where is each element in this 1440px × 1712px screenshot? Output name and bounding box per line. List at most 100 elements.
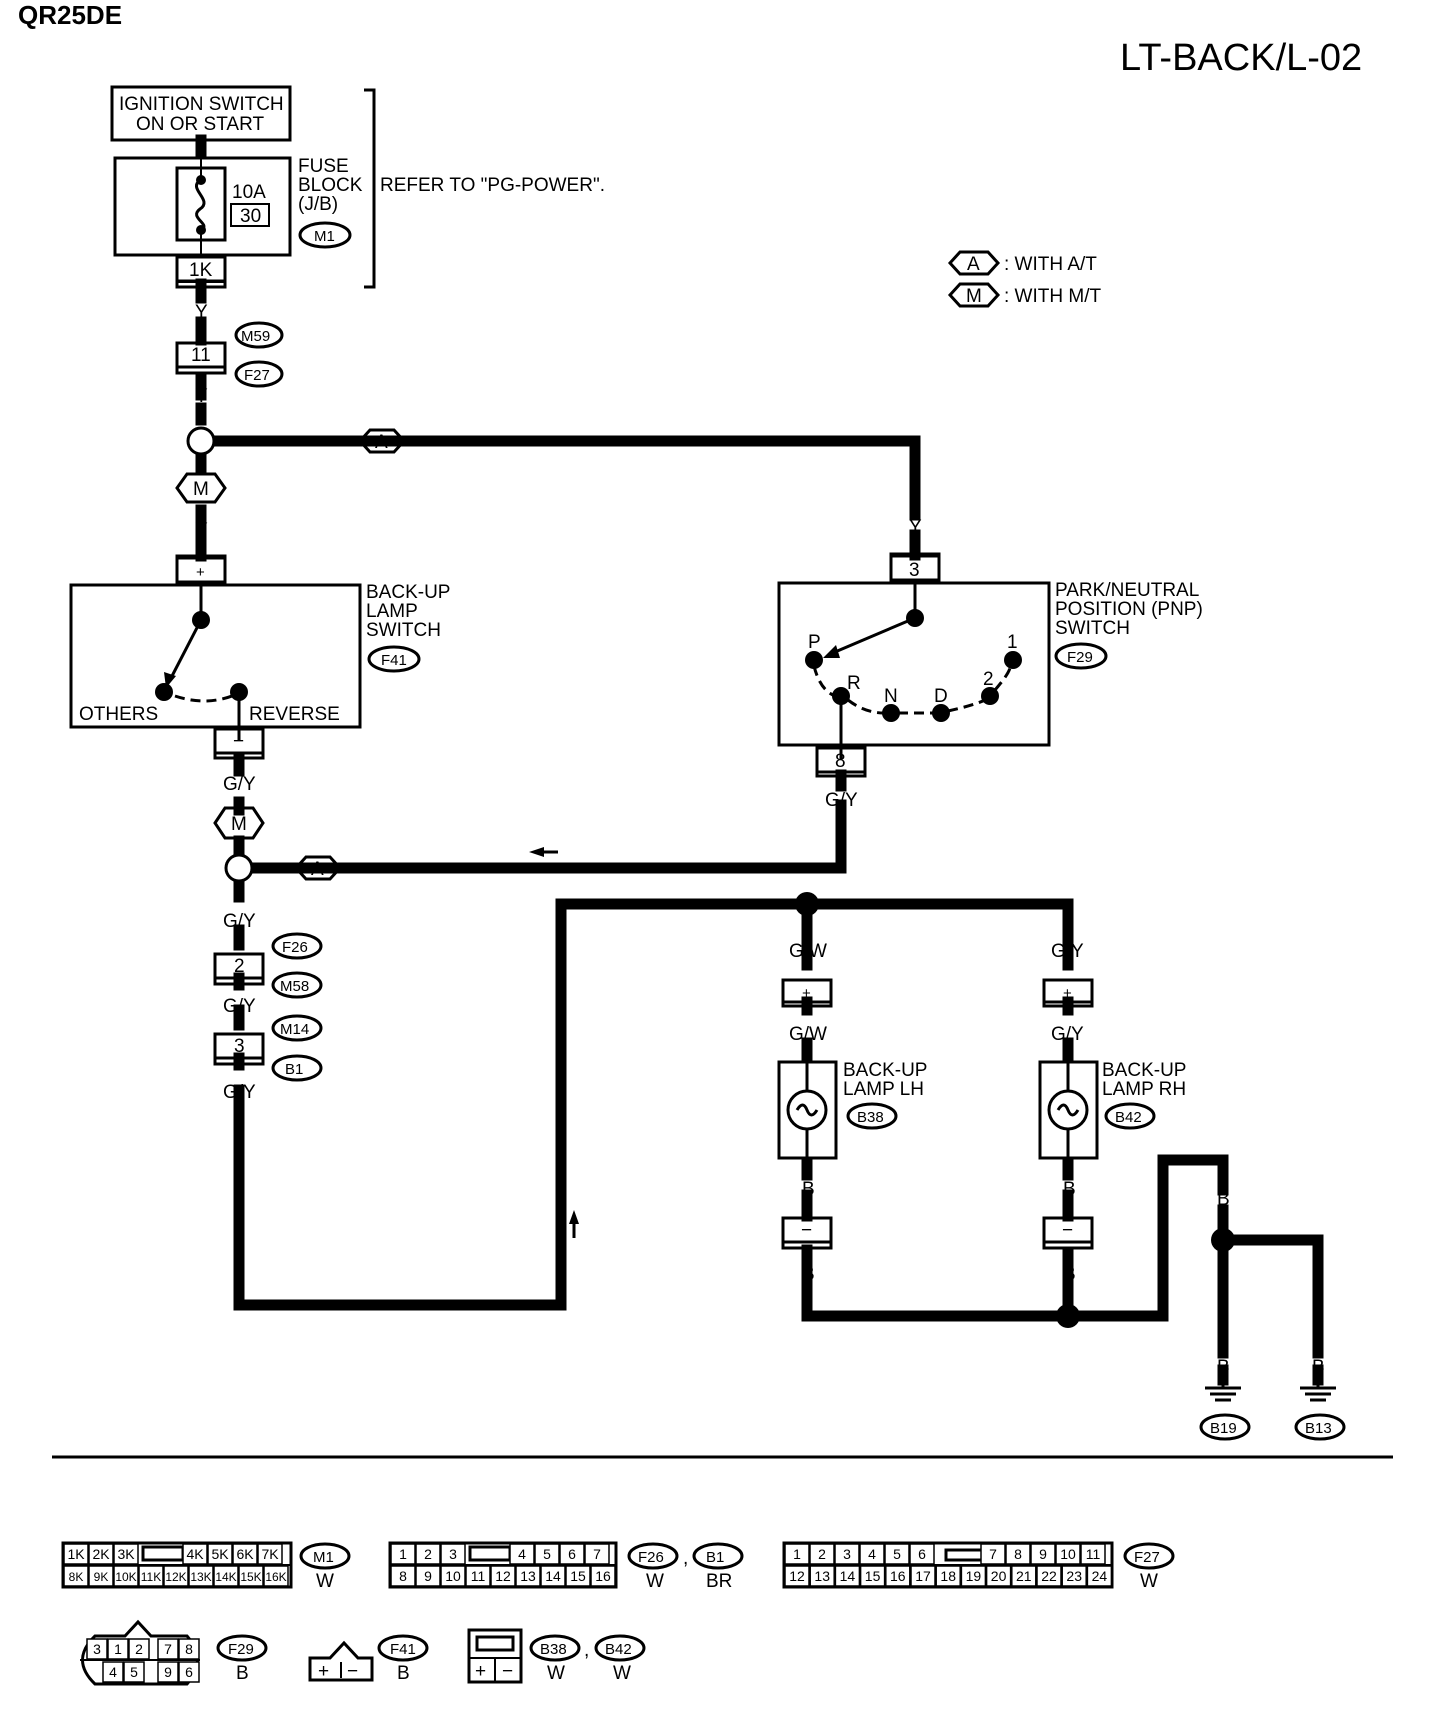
pin-label: 7 [164,1641,172,1657]
wire-color: B [1312,1357,1325,1378]
wire-color: G/Y [223,774,256,795]
ignition-label-1: IGNITION SWITCH [119,94,284,115]
pin-cell [515,1565,541,1587]
pin-label: 16K [265,1570,286,1584]
backup-switch-connector: F41 [381,652,407,669]
pin-cell [113,1543,139,1565]
pin-cell [784,1565,810,1587]
ground-connector: B19 [1210,1420,1237,1437]
junction-open [186,426,216,456]
pin-label: 3 [449,1546,457,1562]
connector-terminal: 2 [234,956,245,977]
engine-code: QR25DE [18,0,122,30]
pin-cell [188,1565,214,1587]
pin-cell [1011,1565,1037,1587]
junction-a-label: A [375,432,388,453]
pin-label: 6 [918,1546,926,1562]
pin-label: 14 [545,1568,561,1584]
pin-label: 12 [789,1568,805,1584]
pin-label: 15 [570,1568,586,1584]
pin-cell [232,1543,258,1565]
pin-cell [540,1565,566,1587]
pin-label: 8K [69,1570,84,1584]
pin-label: 9 [424,1568,432,1584]
terminal-minus: − [233,731,244,752]
connector-id: B38 [540,1641,567,1658]
pin-label: 8 [185,1641,193,1657]
terminal-minus: − [502,1661,513,1682]
backup-switch-label-3: SWITCH [366,620,441,641]
splice [795,892,819,916]
connector-color: W [547,1663,565,1684]
pin-cell [1005,1543,1031,1565]
fuse-end [196,175,206,185]
wire-color: B [1217,1357,1230,1378]
pin-label: 12 [495,1568,511,1584]
ground-connector: B13 [1305,1420,1332,1437]
connector-id: M58 [280,978,309,995]
legend-m-symbol: M [966,286,982,307]
backup-lamp-switch: + OTHERS REVERSE − [69,554,362,760]
pin-label: 17 [915,1568,931,1584]
lamp-rh-connector: B42 [1115,1109,1142,1126]
terminal-plus: + [1063,985,1072,1002]
pnp-label-1: PARK/NEUTRAL [1055,580,1199,601]
pin-label: 4 [518,1546,526,1562]
terminal-minus: − [347,1661,358,1682]
pin-label: 10 [1060,1546,1076,1562]
pin-label: 12K [165,1570,186,1584]
pin-cell [809,1543,835,1565]
connector-color: B [236,1663,249,1684]
connector-view-f41: + − F41 B [308,1634,429,1684]
pin-cell [1055,1543,1081,1565]
backup-lamp-lh: + − [777,978,838,1250]
pin-label: 1 [399,1546,407,1562]
pin-cell [178,1661,200,1683]
connector-id: F29 [228,1641,254,1658]
connector-id: F27 [244,367,270,384]
pin-label: 20 [991,1568,1007,1584]
terminal-minus: − [1062,1220,1073,1241]
lamp-lh-label-2: LAMP LH [843,1079,924,1100]
wire-color: G/Y [223,996,256,1017]
pnp-pos-p: P [808,632,821,653]
pnp-pos-d: D [934,686,948,707]
pin-label: 10K [115,1570,136,1584]
connector-view-b38-b42: + − B38 , B42 W W [467,1628,646,1684]
separator: , [584,1640,589,1661]
pin-cell [834,1565,861,1587]
fuse-block-label-1: FUSE [298,156,349,177]
pnp-terminal-top: 3 [909,560,920,581]
pin-cell [138,1565,164,1587]
pin-label: 5 [893,1546,901,1562]
pin-label: 16 [595,1568,611,1584]
pin-cell [157,1638,179,1660]
pin-label: 11K [141,1570,161,1584]
junction-a-label: A [311,859,324,880]
wire-color: B [802,1264,815,1285]
backup-switch-label-1: BACK-UP [366,582,450,603]
fuse-terminal: 1K [189,260,213,281]
pin-cell [440,1543,466,1565]
pin-label: 2K [92,1546,110,1562]
pin-cell [123,1661,145,1683]
pin-cell [88,1565,114,1587]
connector-color: W [646,1571,664,1592]
pin-cell [63,1565,89,1587]
lamp-lh-connector: B38 [857,1109,884,1126]
pin-label: 19 [966,1568,982,1584]
wire-color: B [1217,1189,1230,1210]
connector-id: B42 [605,1641,632,1658]
wire-color: Y [195,386,208,407]
connector-id: F26 [282,939,308,956]
pin-cell [1080,1543,1106,1565]
pin-cell [490,1565,516,1587]
pin-label: 6 [185,1664,193,1680]
position-others: OTHERS [79,704,158,725]
connector-id: F27 [1134,1549,1160,1566]
ignition-label-2: ON OR START [136,114,264,135]
legend-a-text: : WITH A/T [1004,254,1097,275]
pnp-label-2: POSITION (PNP) [1055,599,1203,620]
